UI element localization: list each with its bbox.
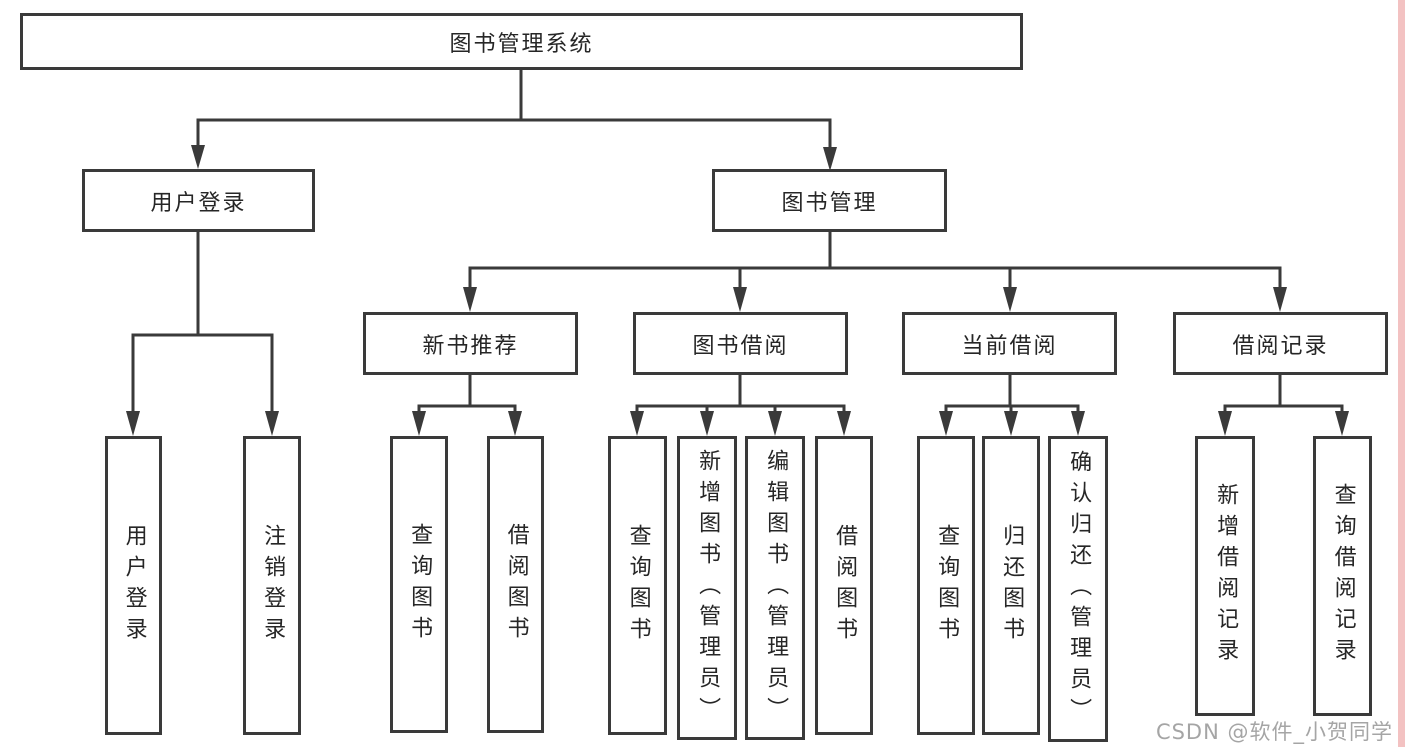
leaf-borrow-books-1-label: 借阅图书 [503,522,529,647]
connector-current-to-leaves [939,375,1085,436]
leaf-query-books-2: 查询图书 [608,436,667,735]
node-current-borrow: 当前借阅 [902,312,1117,375]
node-borrow-records-label: 借阅记录 [1232,333,1329,359]
leaf-borrow-books-2: 借阅图书 [815,436,873,735]
leaf-query-books-1-label: 查询图书 [407,522,433,647]
leaf-query-borrow-record: 查询借阅记录 [1313,436,1372,716]
leaf-add-borrow-record: 新增借阅记录 [1195,436,1255,716]
leaf-confirm-return-admin: 确认归还（管理员） [1048,436,1108,742]
leaf-query-books-3-label: 查询图书 [934,523,960,648]
leaf-borrow-books-1: 借阅图书 [487,436,544,733]
leaf-user-login: 用户登录 [105,436,162,735]
node-borrow-records: 借阅记录 [1173,312,1388,375]
node-new-book-recommend-label: 新书推荐 [422,333,519,359]
node-root: 图书管理系统 [20,13,1023,70]
leaf-query-books-1: 查询图书 [390,436,448,733]
leaf-edit-book-admin: 编辑图书（管理员） [745,436,805,740]
leaf-borrow-books-2-label: 借阅图书 [832,523,858,648]
node-new-book-recommend: 新书推荐 [363,312,578,375]
node-root-label: 图书管理系统 [449,31,594,57]
leaf-logout: 注销登录 [243,436,301,735]
node-book-management: 图书管理 [712,169,947,232]
connector-bookmgmt-to-level3 [463,232,1287,312]
leaf-add-borrow-record-label: 新增借阅记录 [1213,483,1239,669]
connector-borrow-to-leaves [630,375,851,436]
connector-login-to-leaves [126,232,279,436]
connector-records-to-leaves [1218,375,1349,436]
node-current-borrow-label: 当前借阅 [961,333,1058,359]
node-user-login: 用户登录 [82,169,315,232]
leaf-add-book-admin-label: 新增图书（管理员） [695,448,721,728]
node-book-management-label: 图书管理 [781,190,878,216]
node-book-borrow: 图书借阅 [633,312,848,375]
leaf-add-book-admin: 新增图书（管理员） [677,436,737,740]
leaf-return-books-label: 归还图书 [999,523,1025,648]
connector-root-to-level2 [191,70,837,171]
leaf-logout-label: 注销登录 [260,523,286,648]
node-user-login-label: 用户登录 [150,190,247,216]
leaf-query-books-3: 查询图书 [917,436,975,735]
leaf-query-borrow-record-label: 查询借阅记录 [1330,483,1356,669]
leaf-user-login-label: 用户登录 [121,523,147,648]
connector-newbooks-to-leaves [412,375,522,436]
leaf-query-books-2-label: 查询图书 [625,523,651,648]
csdn-watermark: CSDN @软件_小贺同学 [1155,720,1393,744]
right-edge-accent-strip [1398,0,1405,747]
leaf-return-books: 归还图书 [982,436,1040,735]
leaf-confirm-return-admin-label: 确认归还（管理员） [1066,449,1092,729]
leaf-edit-book-admin-label: 编辑图书（管理员） [763,448,789,728]
node-book-borrow-label: 图书借阅 [692,333,789,359]
